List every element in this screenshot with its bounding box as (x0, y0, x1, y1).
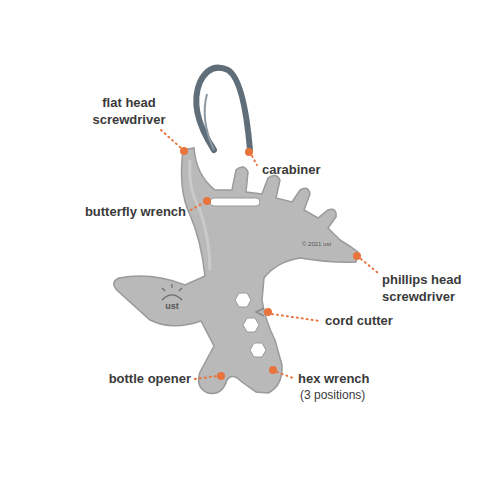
hex-hole (243, 318, 259, 332)
callout-label: carabiner (262, 162, 372, 179)
callout-label: phillips head screwdriver (382, 272, 478, 306)
logo-arc (162, 295, 182, 300)
callout-dot (217, 372, 225, 380)
callout-label: butterfly wrench (46, 204, 186, 221)
tool-body (114, 148, 358, 393)
callout-dots (180, 147, 361, 380)
carabiner-loop (196, 68, 250, 150)
logo-ray (171, 284, 172, 288)
callout-label: hex wrench (298, 371, 428, 388)
hex-hole (235, 293, 251, 307)
leader-line (272, 314, 320, 321)
leader-line (277, 372, 293, 378)
carabiner-clip (196, 68, 250, 150)
hex-hole (250, 343, 266, 357)
callout-label: bottle opener (61, 371, 191, 388)
leader-line (191, 203, 203, 210)
callout-label: cord cutter (325, 313, 445, 330)
callout-dot (264, 308, 272, 316)
brand-logo: ust (157, 301, 187, 313)
logo-ray (162, 288, 165, 291)
callout-note: (3 positions) (300, 388, 430, 404)
cord-notch (256, 308, 264, 316)
logo-ray (179, 288, 182, 291)
callout-dot (353, 252, 361, 260)
leader-lines (161, 130, 378, 379)
callout-label: flat head screwdriver (86, 95, 172, 129)
carabiner-gate (205, 94, 214, 150)
callout-dot (269, 366, 277, 374)
wrench-slot (210, 198, 260, 206)
copyright-mark: © 2021 ust (302, 241, 352, 249)
leader-line (361, 259, 378, 273)
leader-line (161, 130, 181, 148)
logo-mark (162, 284, 182, 300)
leader-line (195, 376, 217, 379)
callout-dot (203, 197, 211, 205)
callout-dot (180, 147, 188, 155)
leader-line (252, 156, 257, 165)
callout-dot (245, 148, 253, 156)
metal-sheen (190, 160, 210, 270)
